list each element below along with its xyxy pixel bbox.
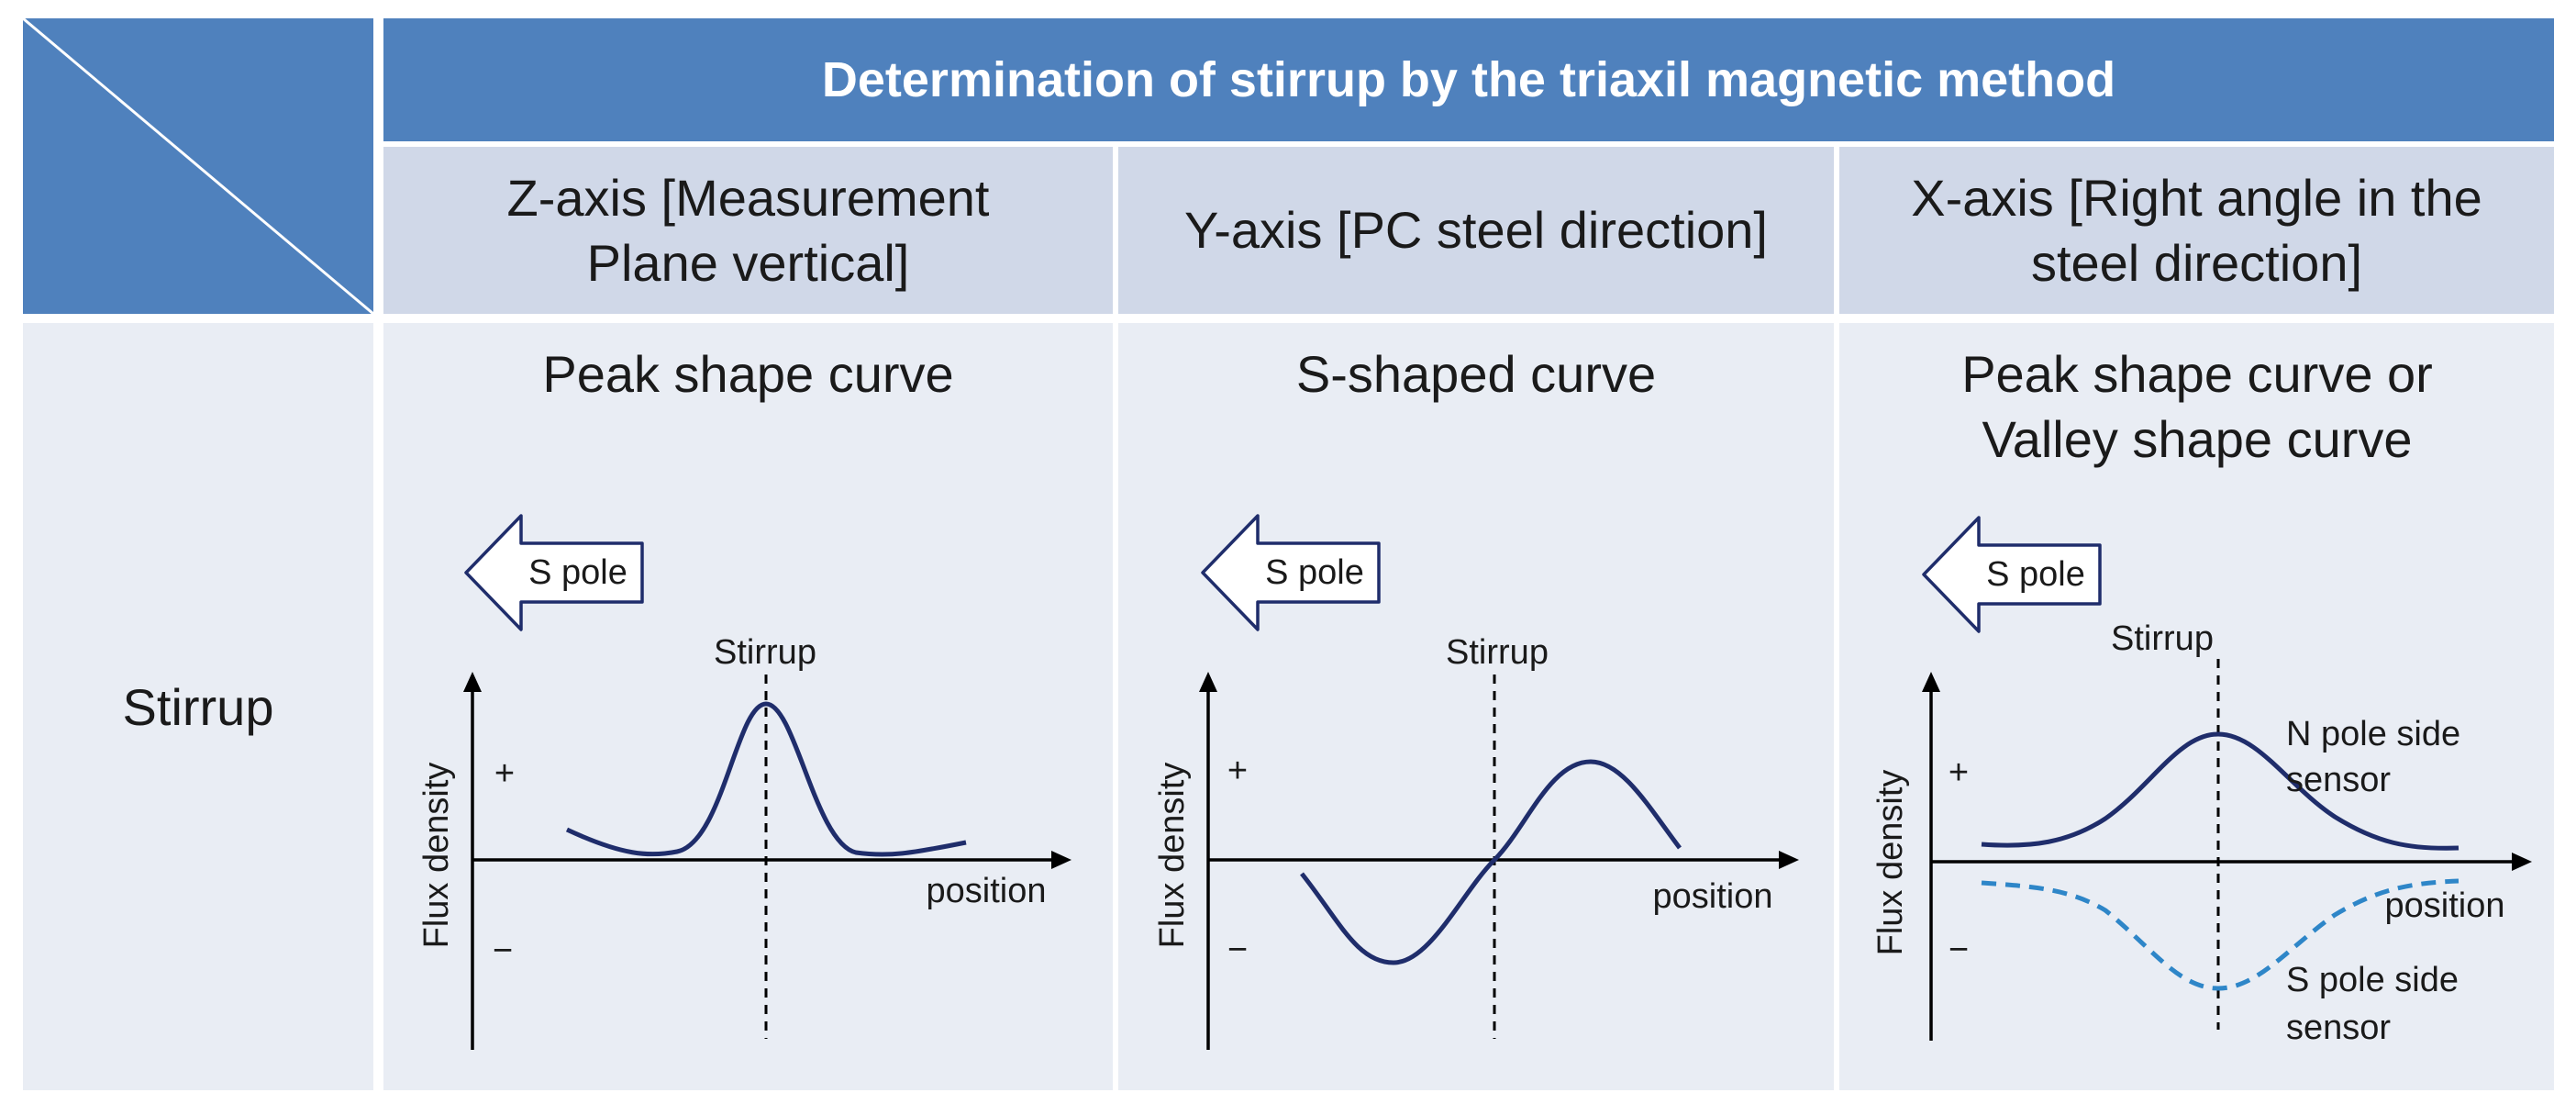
plus-sign: + (1227, 752, 1248, 790)
s-pole-sensor-label-2: sensor (2286, 1009, 2391, 1047)
s-pole-sensor-label-1: S pole side (2286, 961, 2459, 999)
s-pole-label: S pole (1265, 553, 1364, 592)
plus-sign: + (494, 754, 515, 793)
row-label: Stirrup (122, 677, 274, 736)
y-axis-body: S-shaped curve S pole Stirrup position F… (1118, 323, 1834, 1090)
x-axis-label: X-axis [Right angle in the steel directi… (1911, 168, 2482, 292)
plus-sign: + (1949, 753, 1969, 792)
stirrup-label: Stirrup (2111, 619, 2214, 658)
corner-cell (23, 18, 373, 314)
z-curve-title: Peak shape curve (542, 345, 954, 403)
position-label: position (2385, 886, 2505, 925)
z-axis-header: Z-axis [Measurement Plane vertical] (383, 147, 1113, 314)
table-title: Determination of stirrup by the triaxil … (383, 18, 2554, 141)
n-pole-sensor-label-1: N pole side (2286, 715, 2460, 753)
z-axis-body: Peak shape curve S pole Stirrup position… (383, 323, 1113, 1090)
x-axis-arrow-icon (2512, 853, 2532, 871)
z-axis-label: Z-axis [Measurement Plane vertical] (506, 168, 990, 292)
stirrup-label: Stirrup (714, 633, 816, 672)
minus-sign: − (1949, 931, 1969, 969)
peak-curve (565, 701, 967, 857)
left-arrow-icon (1922, 516, 2102, 633)
position-label: position (927, 872, 1047, 910)
left-arrow-icon (464, 514, 644, 631)
row-label-cell: Stirrup (23, 323, 373, 1090)
s-shaped-curve (1300, 759, 1682, 965)
flux-density-label: Flux density (1871, 770, 1910, 956)
y-axis-arrow-icon (463, 672, 482, 692)
minus-sign: − (1227, 931, 1248, 969)
x-axis-body: Peak shape curve or Valley shape curve S… (1839, 323, 2554, 1090)
s-pole-label: S pole (528, 553, 627, 592)
n-pole-sensor-label-2: sensor (2286, 761, 2391, 799)
flux-density-label: Flux density (417, 763, 456, 949)
y-curve-title: S-shaped curve (1295, 345, 1657, 403)
y-axis-header: Y-axis [PC steel direction] (1118, 147, 1834, 314)
flux-density-label: Flux density (1153, 763, 1192, 949)
x-axis-arrow-icon (1779, 851, 1799, 869)
s-pole-label: S pole (1986, 555, 2085, 594)
y-axis-arrow-icon (1199, 672, 1217, 692)
x-diagram: S pole Stirrup position Flux density + −… (1871, 516, 2532, 1047)
y-diagram: S pole Stirrup position Flux density + − (1153, 514, 1799, 1050)
y-axis-label: Y-axis [PC steel direction] (1184, 201, 1768, 260)
x-curve-title: Peak shape curve or Valley shape curve (1961, 345, 2433, 469)
n-pole-sensor-curve (1981, 731, 2459, 851)
left-arrow-icon (1201, 514, 1381, 631)
x-axis-header: X-axis [Right angle in the steel directi… (1839, 147, 2554, 314)
minus-sign: − (493, 931, 513, 970)
z-diagram: S pole Stirrup position Flux density + − (417, 514, 1071, 1050)
diagonal-line (23, 18, 373, 314)
y-axis-arrow-icon (1922, 672, 1940, 692)
x-axis-arrow-icon (1051, 851, 1071, 869)
stirrup-label: Stirrup (1446, 633, 1549, 672)
position-label: position (1653, 877, 1773, 916)
s-pole-sensor-curve (1981, 878, 2459, 991)
